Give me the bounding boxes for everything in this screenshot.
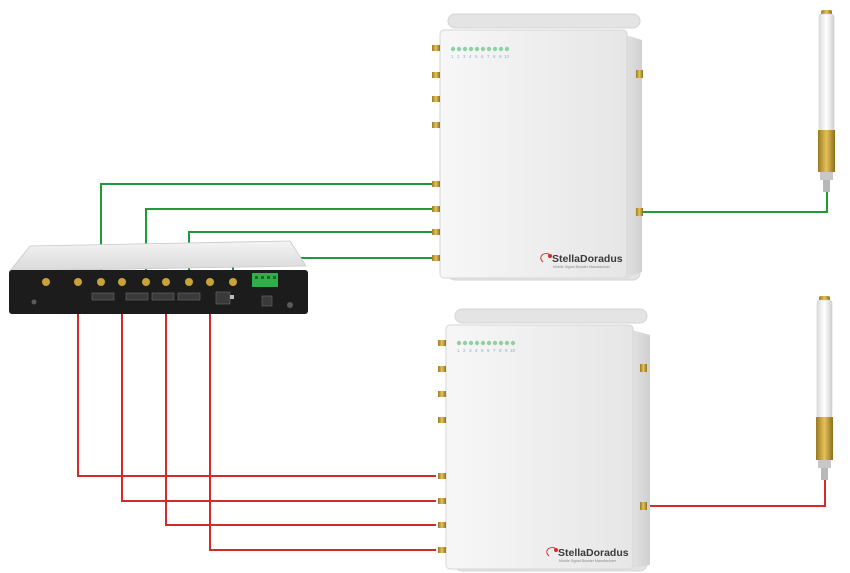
router-antenna-ports (42, 278, 237, 286)
led-number: 8 (499, 348, 502, 353)
led-number: 7 (493, 348, 496, 353)
led-number: 4 (469, 54, 472, 59)
booster-1: 1 2 3 4 5 6 7 8 9 10 S (432, 13, 643, 281)
omni-antenna-icon (816, 296, 833, 480)
booster-1-side (626, 35, 642, 278)
green-cable-antenna (642, 190, 828, 213)
star-logo-icon (540, 253, 552, 263)
booster-2-leds (456, 340, 516, 346)
booster-1-leds (450, 46, 510, 52)
red-cable-4 (209, 290, 436, 551)
led-number: 2 (457, 54, 460, 59)
led-number: 9 (499, 54, 502, 59)
led-number: 5 (481, 348, 484, 353)
led-number: 10 (510, 348, 516, 353)
booster-2-brand: StellaDoradus (558, 547, 629, 559)
red-cable-1 (77, 290, 436, 477)
led-number: 1 (451, 54, 454, 59)
booster-2-ports (438, 340, 446, 553)
red-cable-3 (165, 290, 436, 526)
omni-antenna-icon (818, 10, 835, 192)
downlink-cables (77, 290, 826, 551)
router-device-icon (9, 240, 308, 314)
booster-2-front (445, 324, 634, 570)
led-number: 6 (487, 348, 490, 353)
booster-1-tagline: Mobile Signal Booster Manufacturer (553, 265, 611, 269)
led-number: 7 (487, 54, 490, 59)
led-number: 5 (475, 54, 478, 59)
router-top-face (9, 240, 307, 272)
booster-1-led-labels: 1 2 3 4 5 6 7 8 9 10 (451, 54, 510, 59)
led-number: 8 (493, 54, 496, 59)
led-number: 2 (463, 348, 466, 353)
led-number: 3 (463, 54, 466, 59)
led-number: 10 (504, 54, 510, 59)
red-cable-antenna (645, 478, 826, 507)
red-cable-2 (121, 290, 436, 502)
booster-2: 1 2 3 4 5 6 7 8 9 10 StellaDoradus (438, 308, 650, 572)
terminal-block (252, 273, 278, 287)
led-number: 6 (481, 54, 484, 59)
led-number: 4 (475, 348, 478, 353)
led-number: 3 (469, 348, 472, 353)
booster-2-led-labels: 1 2 3 4 5 6 7 8 9 10 (457, 348, 516, 353)
router-slots (91, 291, 273, 307)
booster-1-front (439, 29, 628, 279)
booster-2-tagline: Mobile Signal Booster Manufacturer (559, 559, 617, 563)
booster-1-brand: StellaDoradus (552, 253, 623, 265)
led-number: 9 (505, 348, 508, 353)
booster-1-ports (432, 45, 440, 261)
led-number: 1 (457, 348, 460, 353)
star-logo-icon (546, 547, 558, 557)
